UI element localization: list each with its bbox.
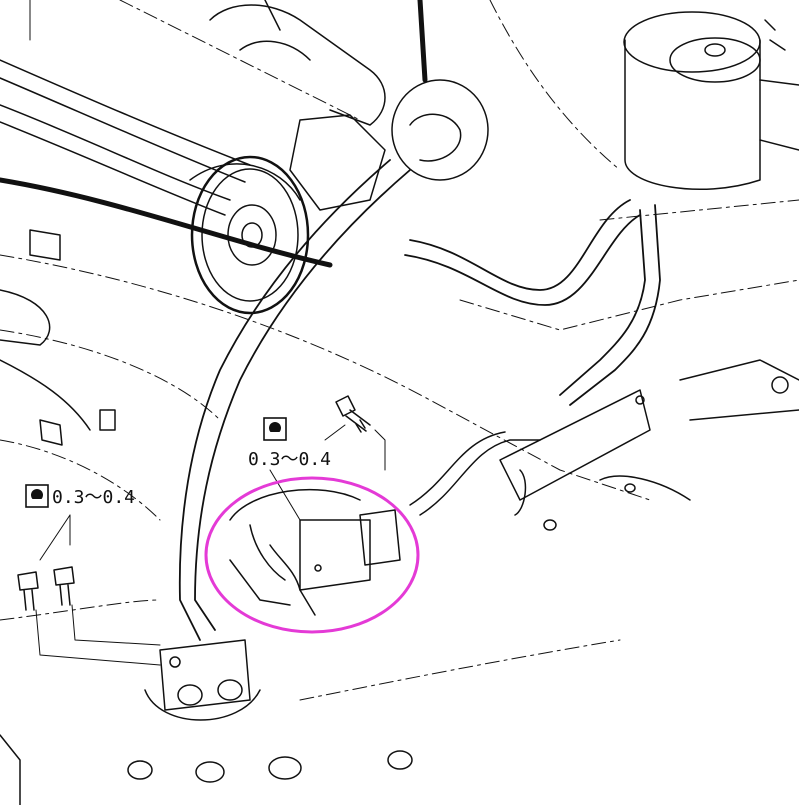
frame-outlines [0,0,799,701]
reservoir-canister [623,11,799,190]
intake-assembly [209,0,489,211]
bolt-left-b [53,566,75,606]
vacuum-hose-main [178,159,411,641]
highlight-circle [204,476,420,634]
torque-wrench-icon [263,417,287,441]
mounting-bracket-bottom [144,639,261,721]
mounting-bracket-right [499,359,799,501]
hose-to-reservoir [404,199,661,406]
torque-wrench-icon [25,484,49,508]
torque-callout-upper: 0.3～0.4 [248,417,331,470]
torque-callout-left: 0.3～0.4 [25,484,135,508]
leader-lines [35,424,386,666]
bolt-upper [335,395,371,433]
bolt-left-a [17,571,39,611]
torque-spec-left-label: 0.3～0.4 [52,487,135,508]
torque-spec-upper-label: 0.3～0.4 [248,449,331,470]
pulley [189,155,310,315]
floor-holes [0,483,636,806]
solenoid-valve [229,488,401,616]
wiring-harness [0,0,428,268]
solenoid-hose [409,431,541,516]
left-structure [0,229,116,446]
